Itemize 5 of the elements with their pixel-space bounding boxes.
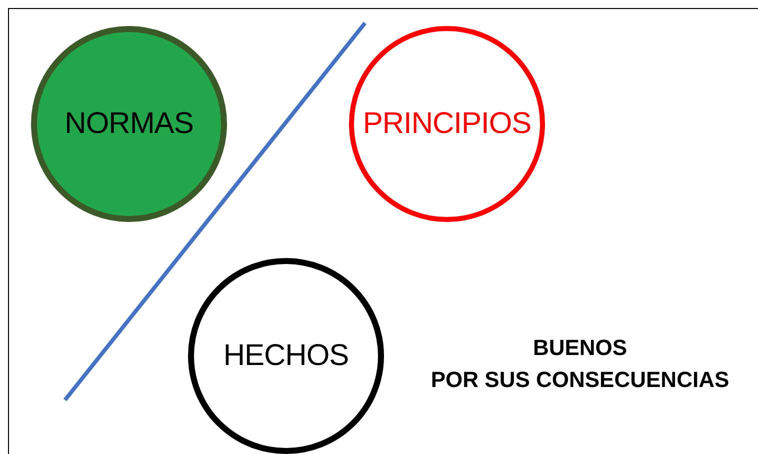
- caption-text: BUENOS: [532, 334, 628, 362]
- caption-text: POR SUS CONSECUENCIAS: [430, 366, 730, 393]
- node-label: NORMAS: [64, 109, 194, 139]
- node-label: HECHOS: [223, 341, 349, 371]
- node-label: PRINCIPIOS: [362, 109, 532, 139]
